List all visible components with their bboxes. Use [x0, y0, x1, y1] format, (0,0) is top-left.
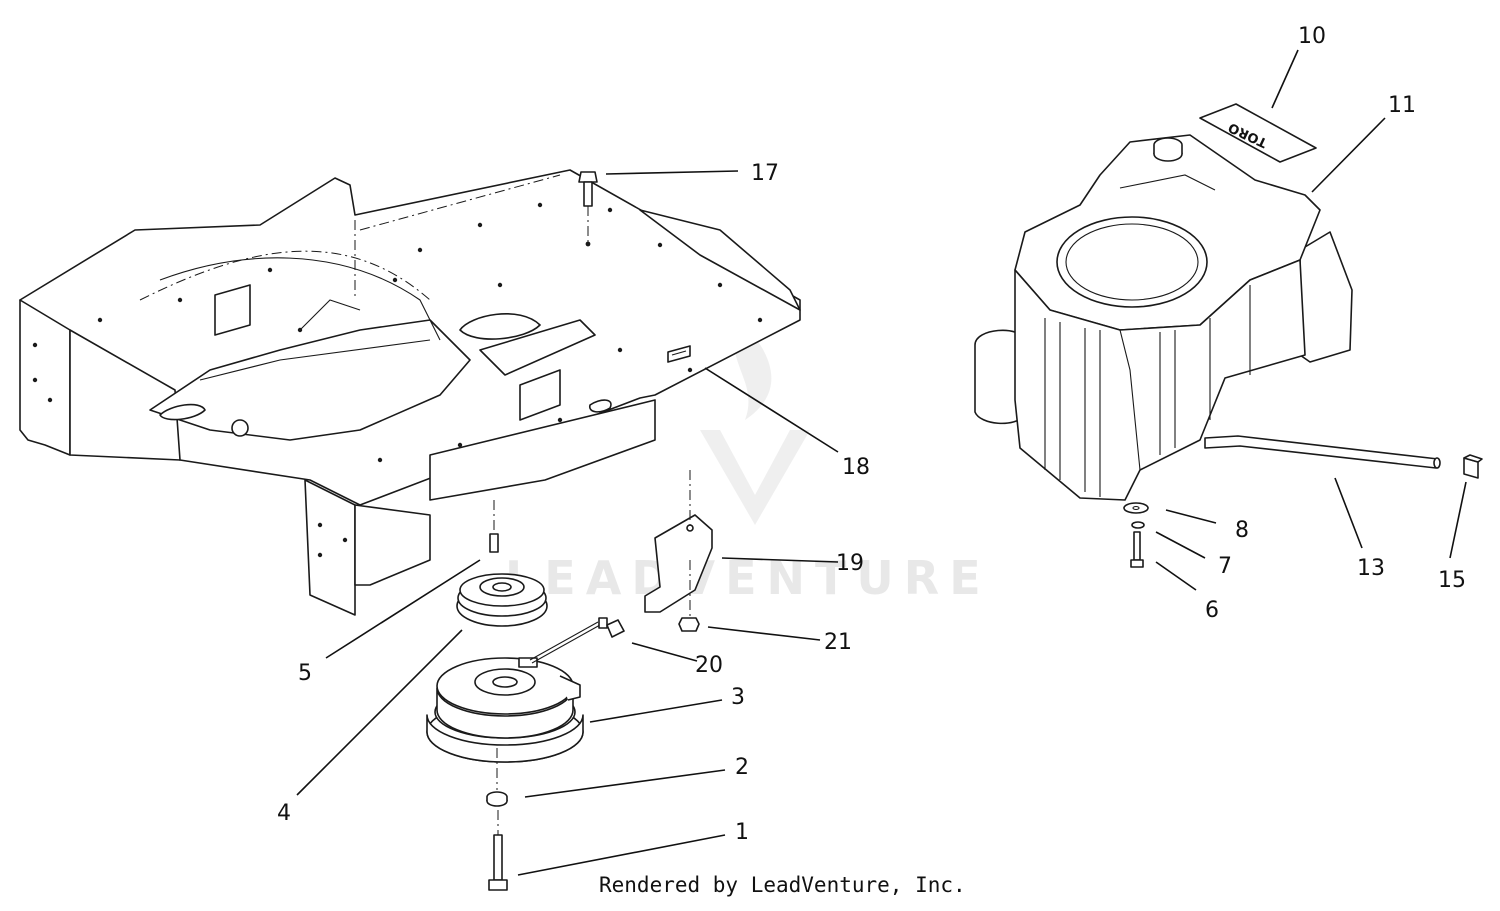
- callout-2: 2: [735, 755, 749, 780]
- part-2-washer: [486, 748, 508, 807]
- part-15-cap: [1463, 454, 1483, 479]
- leader-lines: [296, 49, 1467, 876]
- callout-3: 3: [731, 685, 745, 710]
- part-5-key: [489, 500, 499, 553]
- callout-11: 11: [1388, 93, 1416, 118]
- part-11-engine: [974, 134, 1353, 501]
- part-7-lockwasher: [1131, 521, 1145, 529]
- leader-18: [704, 367, 839, 453]
- leader-21: [707, 626, 821, 641]
- leader-5: [325, 559, 481, 659]
- callout-17: 17: [751, 161, 779, 186]
- part-3-clutch: [426, 621, 601, 763]
- footer-credit: Rendered by LeadVenture, Inc.: [599, 873, 966, 897]
- leader-4: [296, 629, 463, 796]
- callout-21: 21: [824, 630, 852, 655]
- leader-6: [1155, 561, 1197, 591]
- chassis-frame: [19, 169, 801, 616]
- callout-20: 20: [695, 653, 723, 678]
- leader-10: [1271, 49, 1299, 109]
- part-8-washer: [1123, 502, 1149, 514]
- callout-7: 7: [1218, 554, 1232, 579]
- leader-7: [1155, 531, 1206, 559]
- callout-5: 5: [298, 661, 312, 686]
- part-4-pulley: [456, 573, 548, 627]
- leader-11: [1311, 117, 1386, 193]
- leader-3: [589, 699, 723, 723]
- leader-13: [1334, 477, 1363, 549]
- leader-19: [721, 557, 839, 563]
- leader-8: [1165, 509, 1217, 524]
- part-17-bolt: [578, 171, 598, 247]
- part-6-bolt: [1130, 531, 1144, 568]
- callout-8: 8: [1235, 518, 1249, 543]
- part-13-tube: [1204, 435, 1441, 469]
- leader-17: [605, 170, 739, 175]
- callout-4: 4: [277, 801, 291, 826]
- part-21-nut: [678, 617, 700, 632]
- watermark-text: LEADVENTURE: [505, 551, 991, 605]
- part-20-connector: [598, 617, 625, 638]
- callout-19: 19: [836, 551, 864, 576]
- callout-10: 10: [1298, 24, 1326, 49]
- leader-15: [1449, 481, 1467, 559]
- leadventure-watermark: LEADVENTURE: [505, 320, 991, 605]
- callout-13: 13: [1357, 556, 1385, 581]
- callout-15: 15: [1438, 568, 1466, 593]
- callout-18: 18: [842, 455, 870, 480]
- part-19-bracket: [644, 470, 713, 616]
- callout-labels: 1 2 3 4 5 6 7 8 10 11 13 15 17 18 19 20 …: [277, 24, 1466, 845]
- callout-6: 6: [1205, 598, 1219, 623]
- part-1-bolt: [488, 810, 508, 891]
- callout-1: 1: [735, 820, 749, 845]
- leader-2: [524, 769, 726, 798]
- leader-1: [517, 834, 726, 876]
- leader-20: [631, 642, 698, 662]
